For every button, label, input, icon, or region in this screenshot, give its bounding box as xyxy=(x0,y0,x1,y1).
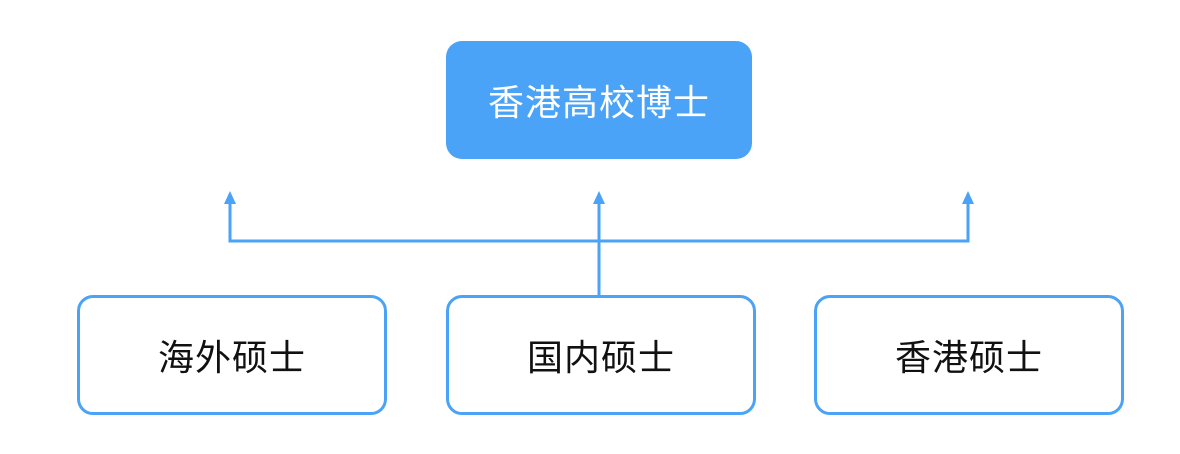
child-node-label: 国内硕士 xyxy=(526,338,675,379)
child-node-label: 香港硕士 xyxy=(894,338,1043,379)
right-arrow-head xyxy=(962,191,974,204)
center-arrow-head xyxy=(593,191,605,204)
child-node-hongkong-master: 香港硕士 xyxy=(814,295,1124,415)
child-node-label: 海外硕士 xyxy=(157,338,306,379)
top-node-label: 香港高校博士 xyxy=(487,83,710,124)
left-arrow-head xyxy=(224,191,236,204)
top-node: 香港高校博士 xyxy=(446,41,752,159)
child-node-domestic-master: 国内硕士 xyxy=(446,295,756,415)
child-node-overseas-master: 海外硕士 xyxy=(77,295,387,415)
